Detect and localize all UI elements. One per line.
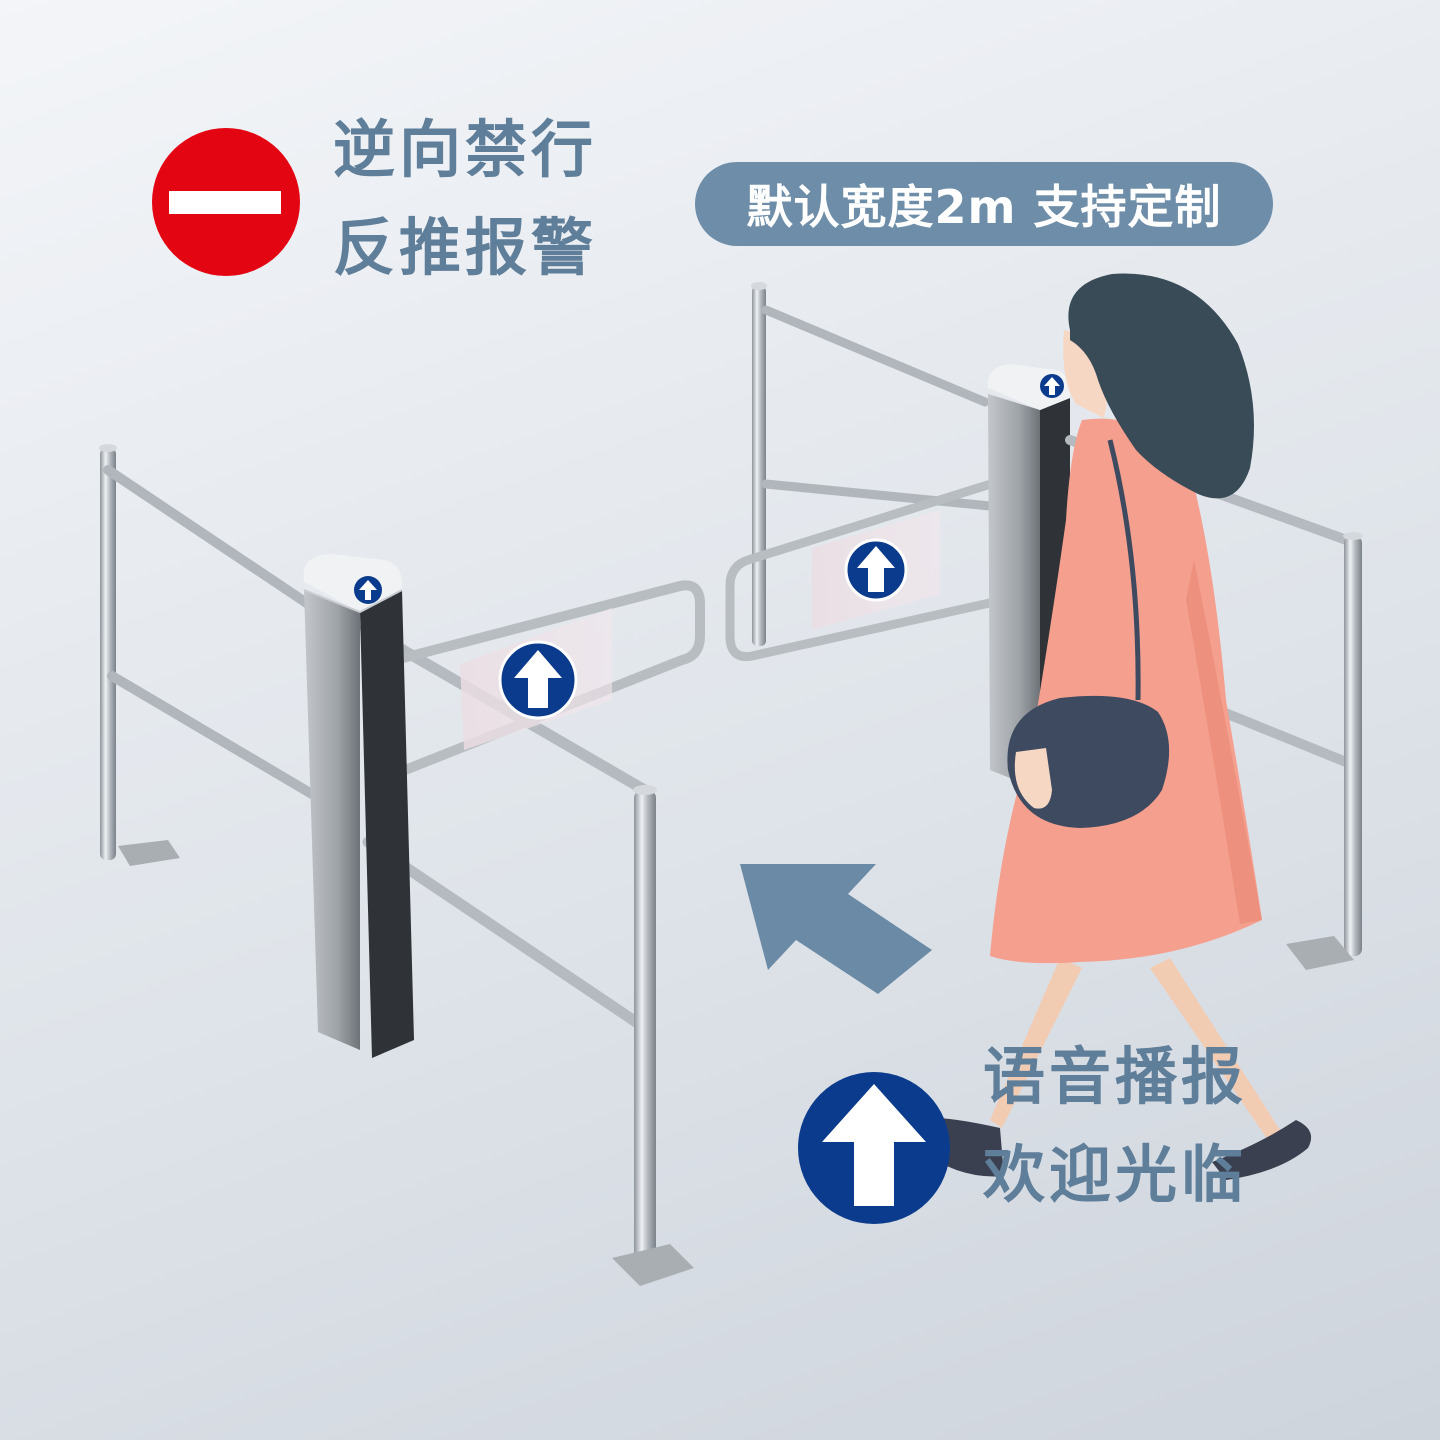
- walking-woman: [898, 273, 1312, 1180]
- reverse-forbidden-label: 逆向禁行: [333, 113, 598, 186]
- up-arrow-icon: [354, 576, 382, 604]
- up-arrow-icon: [844, 538, 908, 602]
- welcome-label: 欢迎光临: [983, 1138, 1248, 1211]
- up-arrow-icon: [798, 1072, 950, 1224]
- reverse-alarm-text: 逆向禁行 反推报警: [333, 101, 597, 297]
- left-gate: [99, 444, 705, 1286]
- right-gate: [725, 282, 1363, 970]
- up-arrow-icon: [1040, 374, 1064, 398]
- width-badge: 默认宽度2m 支持定制: [695, 162, 1273, 246]
- no-entry-icon: [152, 128, 300, 276]
- width-badge-label: 默认宽度2m 支持定制: [746, 180, 1222, 234]
- diagonal-arrow-icon: [740, 864, 932, 994]
- voice-broadcast-text: 语音播报 欢迎光临: [983, 1028, 1247, 1224]
- push-back-alarm-label: 反推报警: [333, 211, 598, 284]
- voice-broadcast-label: 语音播报: [983, 1040, 1248, 1113]
- up-arrow-icon: [498, 640, 578, 720]
